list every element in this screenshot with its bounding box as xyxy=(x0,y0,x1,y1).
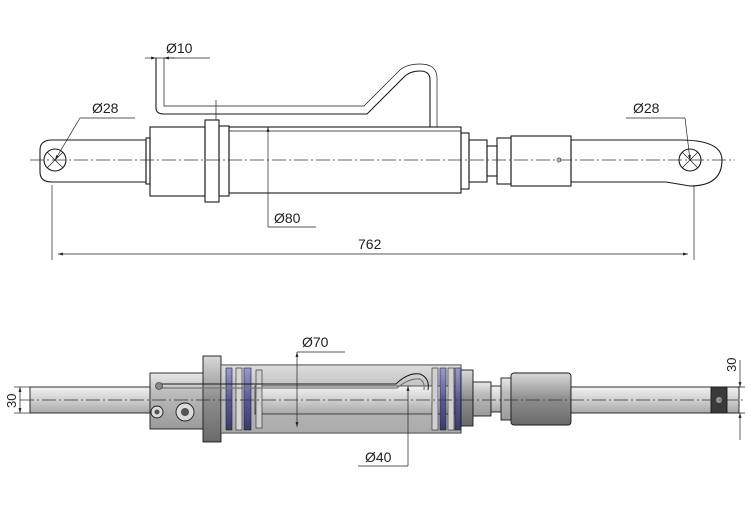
seal-left-2 xyxy=(243,367,252,431)
section-flange xyxy=(202,355,222,443)
dim-left-pin: Ø28 xyxy=(92,100,119,116)
dim-pipe-diameter: Ø10 xyxy=(166,40,193,56)
section-view: Ø70 Ø40 30 30 xyxy=(4,334,745,467)
gland-nut xyxy=(468,139,488,183)
dim-rod: Ø40 xyxy=(365,449,392,465)
seal-right-2 xyxy=(454,367,462,431)
section-left-block xyxy=(149,372,206,430)
dim-left-eye-width: 30 xyxy=(4,394,19,408)
dim-right-pin: Ø28 xyxy=(633,100,660,116)
piston-rod xyxy=(570,139,723,187)
dim-barrel: Ø80 xyxy=(274,210,301,226)
seal-left-1 xyxy=(225,367,233,431)
dim-bore: Ø70 xyxy=(302,334,329,350)
dim-overall-length: 762 xyxy=(358,236,382,252)
section-coupling xyxy=(510,372,572,426)
left-end-cap xyxy=(149,126,206,197)
dim-right-eye-width: 30 xyxy=(724,358,739,372)
seal-right-1 xyxy=(439,367,447,431)
hydraulic-pipe xyxy=(155,58,431,127)
left-flange xyxy=(204,119,220,203)
top-view: Ø10 Ø28 Ø28 Ø80 762 xyxy=(30,40,735,260)
section-gland xyxy=(472,381,492,417)
rod-coupling xyxy=(510,135,572,187)
